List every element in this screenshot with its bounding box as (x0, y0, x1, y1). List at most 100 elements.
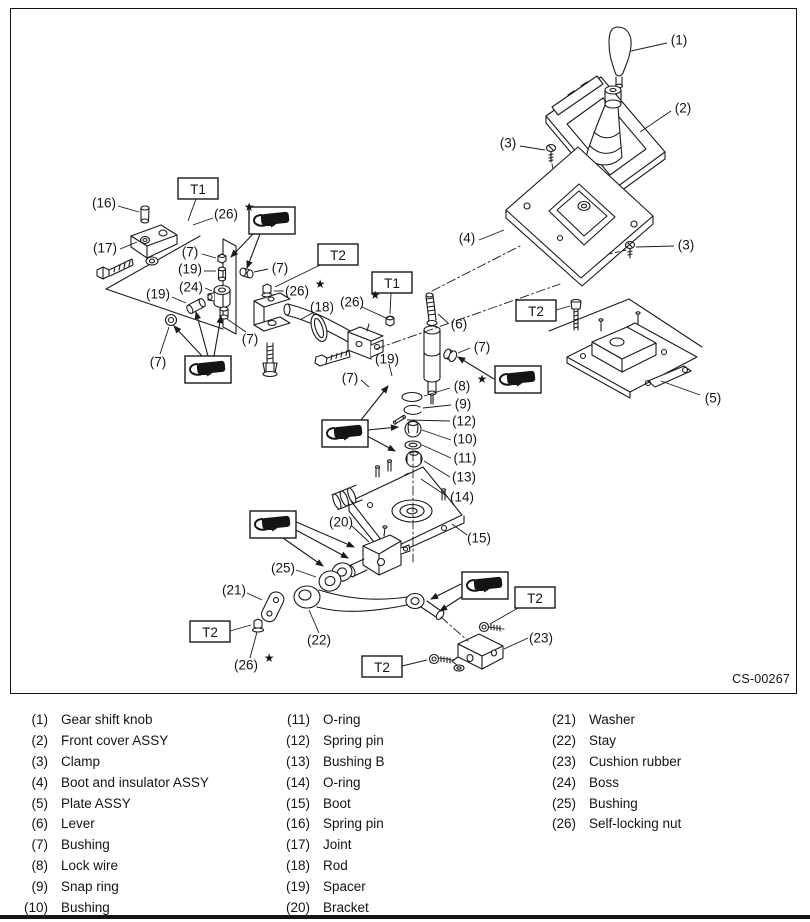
grease-icon-arrow (512, 380, 522, 387)
leader-line (451, 523, 468, 536)
joint-assembly-drawing (96, 205, 178, 280)
legend-row: (15) Boot (262, 793, 385, 814)
callout-label: (19) (146, 287, 170, 302)
legend-item-number: (24) (551, 774, 576, 790)
torque-box-label: T2 (202, 625, 218, 640)
grease-icon-arrow (479, 586, 489, 593)
leader-line (639, 110, 672, 133)
grease-icon-curl (189, 363, 203, 376)
legend-item-name: Boot (323, 795, 351, 811)
torque-box-leader (229, 624, 252, 632)
legend-column-2: (11)O-ring(12)Spring pin(13)Bushing B(14… (262, 709, 385, 918)
callout-label: (19) (178, 262, 202, 277)
leader-line (360, 379, 370, 388)
torque-box-label: T2 (528, 304, 544, 319)
leader-line (299, 311, 315, 321)
legend-item-number: (13) (285, 753, 310, 769)
legend-row: (1)Gear shift knob (0, 709, 209, 730)
callout-label: (2) (675, 101, 692, 116)
legend-item-name: Clamp (61, 753, 101, 769)
legend-item-name: Bushing B (323, 753, 385, 769)
grease-icon (248, 206, 296, 235)
legend-item-number: (5) (31, 795, 49, 811)
legend-item-number: (9) (31, 879, 49, 895)
grease-arrow (173, 325, 203, 357)
legend-row: (7)Bushing (0, 834, 209, 855)
callout-label: (7) (272, 261, 289, 276)
figure-code: CS-00267 (732, 672, 790, 686)
legend-item-number: (19) (285, 879, 310, 895)
leader-line (253, 268, 269, 273)
torque-box (371, 271, 413, 294)
legend-item-number: (18) (285, 858, 310, 874)
boot-insulator-drawing (505, 146, 654, 287)
leader-line (204, 287, 213, 292)
grease-icon-arrow (266, 221, 276, 228)
grease-icon (494, 365, 542, 394)
legend-row: (24)Boss (528, 772, 681, 793)
grease-icon-arrow (339, 434, 349, 441)
grease-icon-blob (260, 211, 290, 226)
callout-label: (23) (529, 631, 553, 646)
callout-label: (7) (242, 332, 259, 347)
leader-line (117, 205, 140, 213)
legend-item-name: O-ring (323, 774, 361, 790)
grease-arrow (439, 595, 464, 612)
legend-row: (22)Stay (528, 730, 681, 751)
legend-item-number: (6) (31, 816, 49, 832)
legend-row: (17)Joint (262, 834, 385, 855)
callout-label: (17) (93, 241, 117, 256)
callout-label: (20) (329, 515, 353, 530)
legend-item-name: Front cover ASSY (61, 732, 169, 748)
legend-row: (3)Clamp (0, 751, 209, 772)
legend-item-number: (17) (285, 837, 310, 853)
leader-line (246, 592, 263, 601)
grease-arrow (457, 356, 495, 380)
torque-box-label: T2 (330, 248, 346, 263)
callout-label: (4) (459, 231, 476, 246)
legend-row: (16)Spring pin (262, 813, 385, 834)
grease-icon (461, 571, 509, 600)
torque-box-label: T1 (190, 182, 206, 197)
star-marker: ★ (477, 372, 488, 386)
leader-line (478, 229, 505, 241)
callout-label: (3) (500, 136, 517, 151)
grease-arrow (360, 385, 389, 421)
legend-item-name: Stay (589, 732, 617, 748)
leader-line (192, 217, 214, 226)
legend-item-name: Boot and insulator ASSY (61, 774, 209, 790)
legend-item-number: (23) (551, 753, 576, 769)
callout-labels: (1)(2)(3)(3)(4)(16)(17)(26)★(7)(19)(24)(… (92, 33, 721, 673)
leader-line (351, 525, 370, 543)
torque-box-leader (401, 659, 428, 667)
callout-label: (22) (307, 633, 331, 648)
grease-icon-arrow (202, 370, 212, 377)
diagram-frame (10, 8, 797, 694)
grease-icon-curl (499, 373, 513, 386)
callout-label: (18) (310, 300, 334, 315)
legend-item-number: (15) (285, 795, 310, 811)
leader-line (295, 569, 317, 578)
leader-line (423, 460, 451, 478)
legend-item-number: (12) (285, 732, 310, 748)
legend-row: (26)Self-locking nut (528, 813, 681, 834)
legend-item-name: Gear shift knob (61, 711, 153, 727)
legend-row: (6)Lever (0, 813, 209, 834)
legend-column-3: (21)Washer(22)Stay(23)Cushion rubber(24)… (528, 709, 681, 834)
leader-line (388, 363, 393, 377)
legend-row: (23)Cushion rubber (528, 751, 681, 772)
leader-line (630, 42, 668, 52)
callout-label: (15) (467, 531, 491, 546)
callout-label: (3) (678, 238, 695, 253)
grease-icon-curl (253, 214, 267, 227)
bushing-rings-drawing (318, 562, 353, 592)
leader-line (226, 318, 247, 333)
leader-line (406, 419, 451, 422)
legend-item-number: (11) (286, 711, 310, 727)
grease-icon-blob (196, 360, 226, 375)
legend-item-number: (4) (31, 774, 49, 790)
grease-arrow (230, 233, 254, 258)
callout-label: (7) (150, 355, 167, 370)
callout-label: (26) (214, 207, 238, 222)
